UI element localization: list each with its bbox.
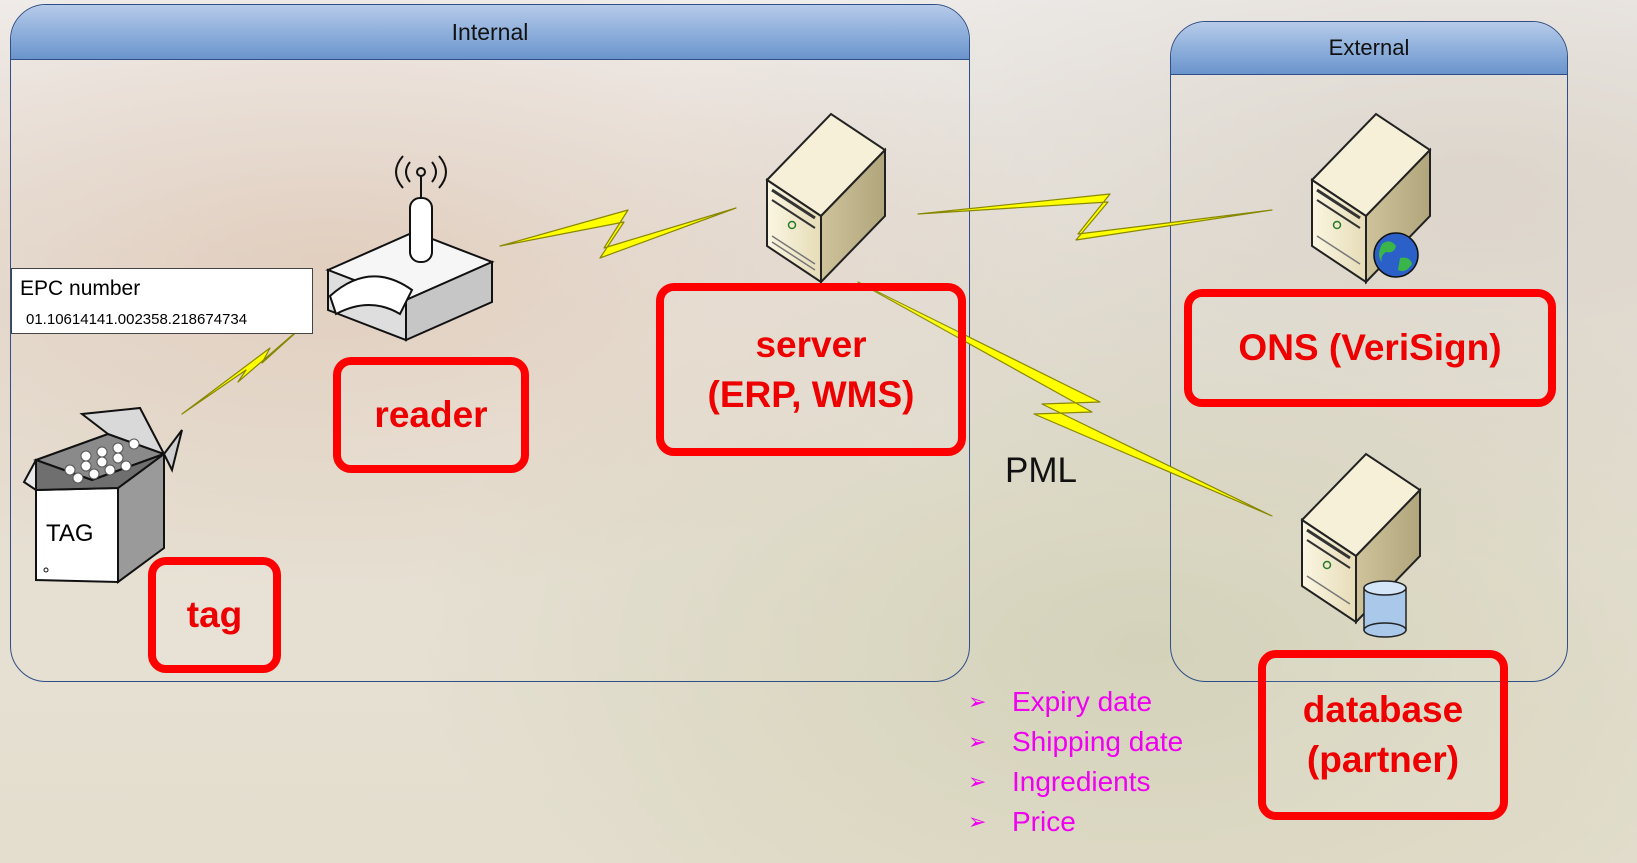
internal-zone: Internal: [10, 4, 970, 682]
pml-label: PML: [1005, 451, 1077, 490]
link-server-ons: [917, 193, 1273, 241]
epc-title: EPC number: [20, 277, 141, 300]
server-label-line2: (ERP, WMS): [707, 373, 915, 415]
internal-zone-header: Internal: [11, 5, 969, 60]
reader-label: reader: [333, 357, 529, 473]
server-database-icon: [1300, 452, 1422, 638]
arrow-bullet-icon: ➢: [968, 689, 987, 714]
server-label: server (ERP, WMS): [656, 283, 966, 456]
link-server-database: [857, 281, 1273, 517]
list-item: ➢Price: [968, 802, 1183, 842]
arrow-bullet-icon: ➢: [968, 729, 987, 754]
database-label: database (partner): [1258, 650, 1508, 820]
server-tower-icon: [765, 112, 887, 285]
rfid-reader-icon: [325, 155, 495, 342]
epc-number: 01.10614141.002358.218674734: [26, 311, 248, 328]
list-item: ➢Expiry date: [968, 682, 1183, 722]
arrow-bullet-icon: ➢: [968, 809, 987, 834]
server-globe-icon: [1310, 112, 1432, 285]
tag-label: tag: [148, 557, 281, 673]
link-reader-server: [499, 207, 737, 259]
epc-callout: EPC number 01.10614141.002358.218674734: [11, 268, 313, 334]
ons-label: ONS (VeriSign): [1184, 289, 1556, 407]
open-box-icon: [22, 406, 183, 584]
list-item: ➢Shipping date: [968, 722, 1183, 762]
external-zone: External: [1170, 21, 1568, 682]
database-label-line1: database: [1302, 689, 1464, 731]
external-zone-header: External: [1171, 22, 1567, 75]
database-label-line2: (partner): [1306, 739, 1460, 780]
pml-attribute-list: ➢Expiry date ➢Shipping date ➢Ingredients…: [968, 682, 1183, 842]
arrow-bullet-icon: ➢: [968, 769, 987, 794]
server-label-line1: server: [755, 323, 867, 365]
list-item: ➢Ingredients: [968, 762, 1183, 802]
box-label: TAG: [46, 520, 94, 547]
